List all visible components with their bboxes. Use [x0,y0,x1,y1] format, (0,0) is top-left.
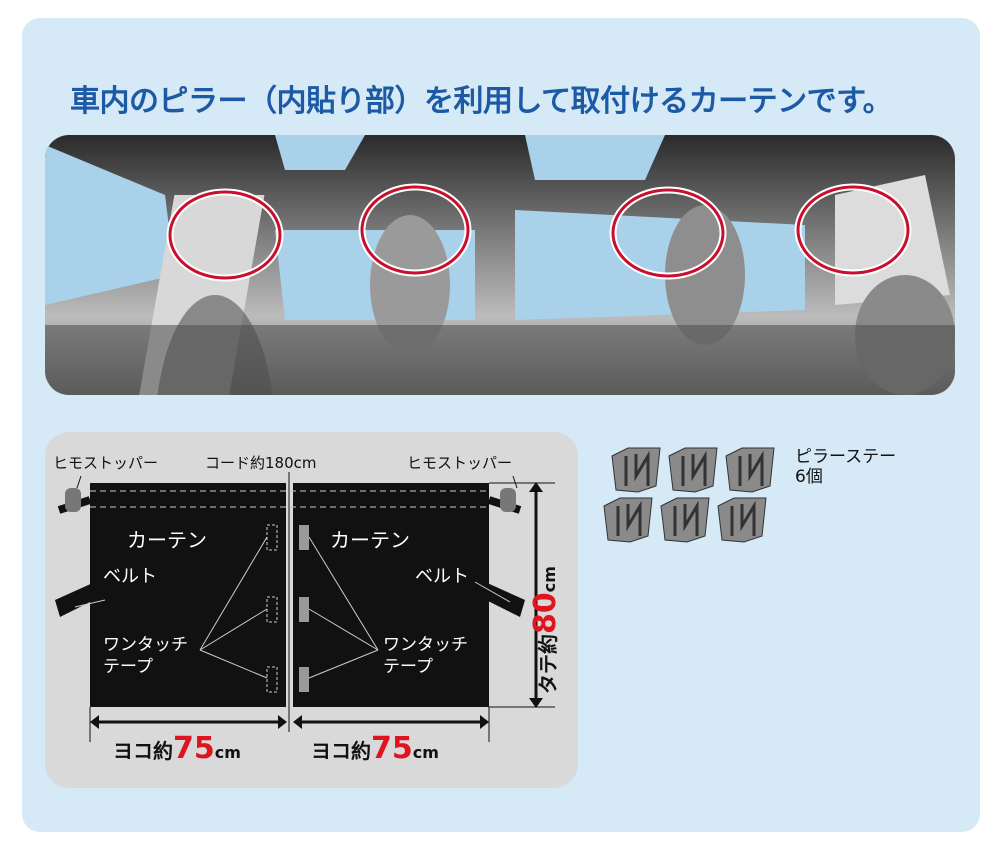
width-left-label: ヨコ約75cm [113,731,241,766]
label-tape-left-2: テープ [103,657,153,677]
label-curtain-right: カーテン [330,528,410,552]
label-string-stopper-right: ヒモストッパー [407,454,512,472]
width-arrow-right [293,715,489,729]
width-arrow-left [90,715,287,729]
pillar-stay-name: ピラーステー [795,447,897,467]
height-arrow [529,482,543,708]
curtain-right [293,483,489,707]
label-tape-right-2: テープ [383,657,433,677]
pillar-stay-count: 6個 [795,467,823,487]
page-title: 車内のピラー（内貼り部）を利用して取付けるカーテンです。 [70,84,893,119]
car-interior-photo [45,135,955,395]
string-stopper-left-icon [57,488,92,514]
label-tape-left: ワンタッチ [103,635,188,655]
width-right-label: ヨコ約75cm [311,731,439,766]
height-label: タテ約80cm [528,566,563,694]
label-tape-right: ワンタッチ [383,635,468,655]
pillar-stay-label: ピラーステー 6個 [795,447,896,487]
label-cord-length: コード約180cm [205,454,317,472]
curtain-dimension-diagram: ヒモストッパー コード約180cm ヒモストッパー カーテン カーテン ベルト … [45,432,578,788]
label-belt-left: ベルト [103,566,157,587]
pillar-stay-illustration [600,440,785,554]
label-curtain-left: カーテン [127,528,207,552]
curtain-left [90,483,286,707]
string-stopper-right-icon [487,488,522,514]
label-string-stopper-left: ヒモストッパー [53,454,158,472]
label-belt-right: ベルト [415,566,469,587]
belt-left-icon [55,582,100,617]
